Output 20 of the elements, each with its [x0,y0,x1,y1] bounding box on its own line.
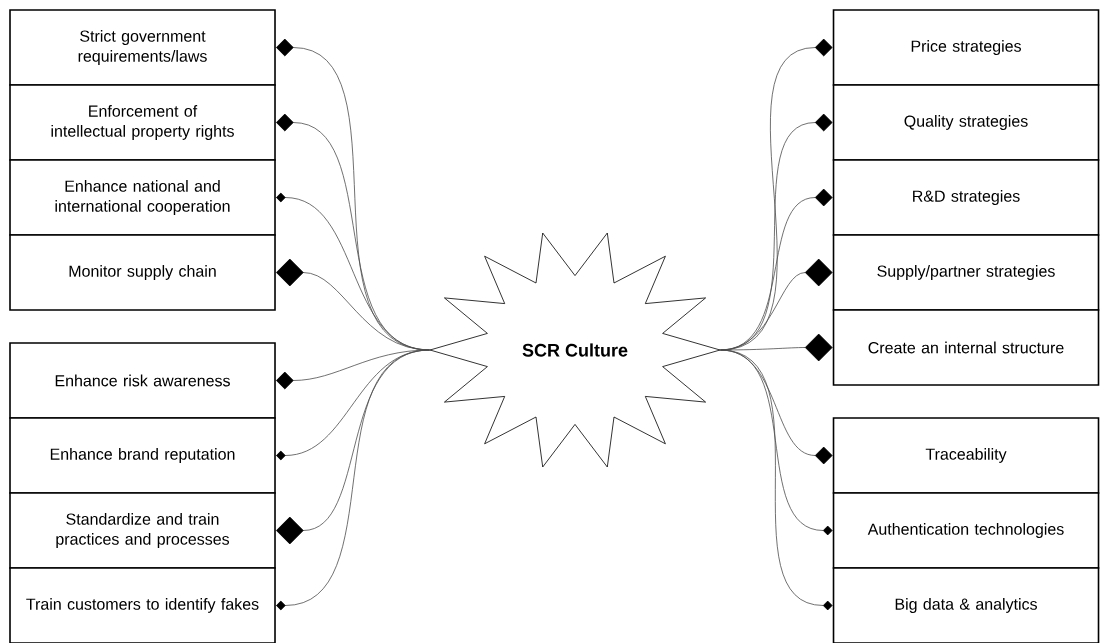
text-box: Authentication technologies [832,492,1100,569]
connector [275,349,430,611]
text-box: Monitor supply chain [9,234,276,311]
connector [720,333,833,362]
text-box: Enhance brand reputation [9,417,276,494]
text-box: Quality strategies [832,84,1100,161]
text-box: Enhance national and international cooperation [9,159,276,236]
connector [275,349,430,461]
text-box: Create an internal structure [832,309,1100,386]
text-box: Strict government requirements/laws [9,9,276,86]
text-box: Enforcement of intellectual property rights [9,84,276,161]
text-box: Standardize and train practices and processes [9,492,276,569]
text-box: Train customers to identify fakes [9,567,276,643]
connector [720,349,833,611]
text-box: Enhance risk awareness [9,342,276,419]
text-box: Supply/partner strategies [832,234,1100,311]
text-box: Big data & analytics [832,567,1100,643]
text-box: R&D strategies [832,159,1100,236]
text-box: Price strategies [832,9,1100,86]
text-box: Traceability [832,417,1100,494]
